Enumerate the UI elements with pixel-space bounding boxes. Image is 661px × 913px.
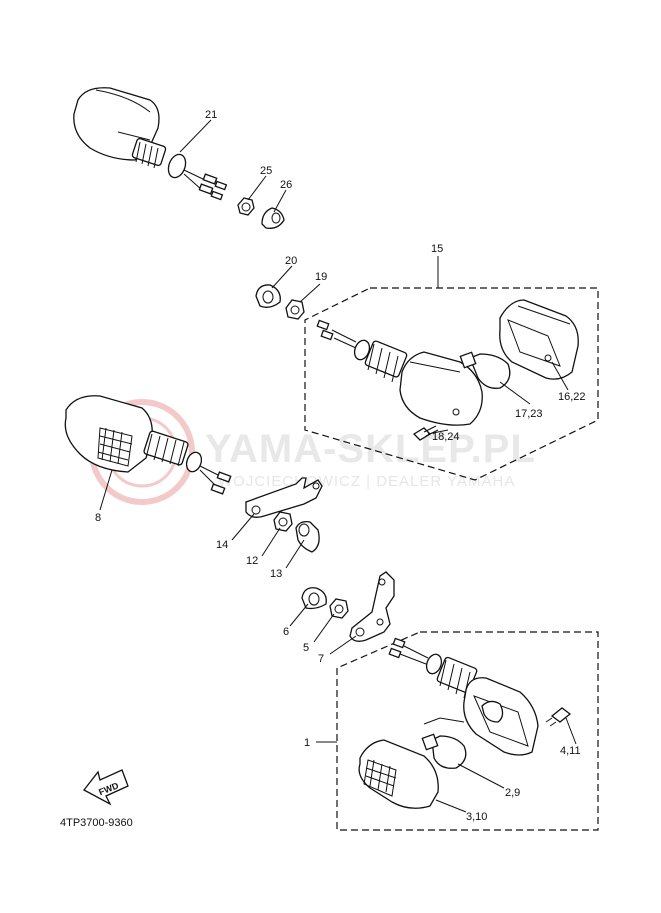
grommet-6 — [301, 587, 327, 610]
callout-7: 7 — [318, 653, 324, 665]
callout-13: 13 — [270, 568, 282, 580]
bracket-14 — [245, 477, 323, 518]
callout-1: 1 — [304, 737, 310, 749]
turn-signal-15-body — [316, 319, 483, 426]
callout-25: 25 — [260, 165, 272, 177]
nut-25 — [237, 197, 255, 216]
callout-4-11: 4,11 — [560, 745, 581, 757]
leader-lines — [99, 119, 577, 813]
fwd-arrow-icon: FWD — [83, 769, 129, 806]
callout-18-24: 18,24 — [432, 431, 460, 443]
lens-16-22 — [499, 299, 579, 380]
diagram-code: 4TP3700-9360 — [60, 817, 133, 829]
callout-8: 8 — [95, 512, 101, 524]
callout-20: 20 — [285, 255, 297, 267]
bulb-2-9 — [421, 717, 467, 769]
turn-signal-8 — [64, 395, 232, 495]
callout-19: 19 — [315, 271, 327, 283]
callout-17-23: 17,23 — [515, 408, 543, 420]
callout-3-10: 3,10 — [466, 811, 487, 823]
callout-26: 26 — [280, 179, 292, 191]
bulb-17-23 — [459, 351, 511, 389]
watermark-dealer: WOJCIECHOWICZ | DEALER YAMAHA — [218, 473, 515, 490]
grommet-20 — [255, 284, 281, 308]
screw-4-11 — [545, 707, 572, 727]
turn-signal-21 — [73, 87, 228, 201]
nut-19 — [285, 299, 305, 320]
assembly-1-box — [336, 631, 599, 831]
callout-21: 21 — [205, 109, 217, 121]
callout-16-22: 16,22 — [558, 391, 586, 403]
callout-14: 14 — [216, 539, 228, 551]
callout-15: 15 — [431, 243, 443, 255]
callout-2-9: 2,9 — [505, 787, 520, 799]
callout-12: 12 — [246, 555, 258, 567]
turn-signal-1-body — [388, 637, 539, 756]
bracket-7 — [349, 571, 395, 642]
assembly-15-box — [304, 287, 599, 481]
lens-3-10 — [358, 739, 439, 809]
grommet-26 — [261, 207, 285, 229]
nut-12 — [273, 511, 293, 532]
collar-13 — [295, 520, 320, 553]
callout-5: 5 — [303, 642, 309, 654]
callout-6: 6 — [283, 626, 289, 638]
callouts: 21 25 26 15 20 19 16,22 17,23 18,24 8 14… — [95, 109, 586, 823]
